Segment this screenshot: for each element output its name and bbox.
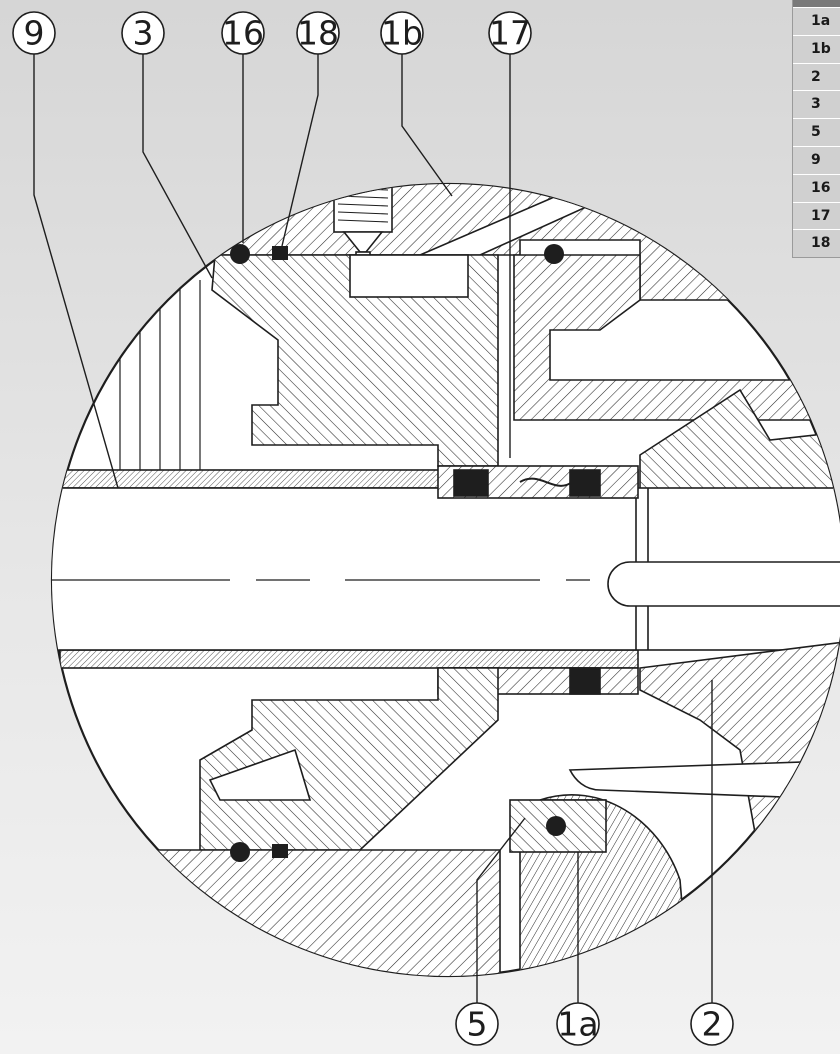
- svg-text:17: 17: [489, 14, 531, 53]
- callout-9: 9: [12, 11, 56, 55]
- leader-5: [476, 817, 526, 1006]
- svg-text:2: 2: [702, 1005, 723, 1044]
- callout-1b: 1b: [380, 11, 424, 55]
- seal-face-upper: [453, 469, 489, 497]
- square-ring-lower: [272, 844, 288, 858]
- leader-3: [142, 52, 213, 279]
- o-ring-lower-right: [546, 816, 566, 836]
- callout-5: 5: [455, 1002, 499, 1046]
- seal-face-upper-2: [569, 469, 601, 497]
- parts-row: 18: [793, 229, 840, 257]
- seal-face-lower-2: [569, 667, 601, 695]
- callouts: 9 3 16 18 1b 17 5 1a: [12, 11, 734, 1046]
- lower-lip: [208, 748, 312, 801]
- callout-1a: 1a: [556, 1002, 600, 1046]
- svg-text:1b: 1b: [381, 14, 423, 53]
- o-ring-upper-right: [544, 244, 564, 264]
- callout-3: 3: [121, 11, 165, 55]
- leader-1b: [401, 52, 453, 197]
- svg-text:16: 16: [222, 14, 264, 53]
- leader-lines: [33, 52, 713, 1006]
- leader-18: [281, 52, 319, 247]
- parts-row: 2: [793, 62, 840, 91]
- svg-text:9: 9: [24, 14, 45, 53]
- svg-text:3: 3: [133, 14, 154, 53]
- casing-bottom-left: [139, 849, 501, 976]
- leader-9: [33, 52, 119, 489]
- seal-housing: [211, 254, 499, 467]
- parts-table-header: [793, 0, 840, 7]
- seal-spring-upper: [519, 477, 573, 487]
- callout-17: 17: [488, 11, 532, 55]
- callout-16: 16: [221, 11, 265, 55]
- o-ring-lower-left: [230, 842, 250, 862]
- shaft-sleeve-lower: [59, 649, 639, 669]
- square-ring-upper: [272, 246, 288, 260]
- svg-text:5: 5: [467, 1005, 488, 1044]
- parts-row: 16: [793, 173, 840, 202]
- parts-row: 1b: [793, 34, 840, 63]
- svg-text:1a: 1a: [557, 1005, 598, 1044]
- parts-row: 9: [793, 145, 840, 174]
- parts-row: 17: [793, 201, 840, 230]
- seal-housing-lower: [199, 667, 499, 851]
- parts-row: 5: [793, 118, 840, 146]
- parts-row: 1a: [793, 7, 840, 35]
- parts-index-table: 1a 1b 2 3 5 9 16 17 18: [792, 0, 840, 259]
- callout-2: 2: [690, 1002, 734, 1046]
- parts-row: 3: [793, 90, 840, 118]
- casing-upper-right: [513, 254, 840, 421]
- shaft-slot: [607, 561, 840, 607]
- housing-cavity: [349, 254, 469, 298]
- o-ring-upper-left: [230, 244, 250, 264]
- callout-18: 18: [296, 11, 340, 55]
- svg-text:18: 18: [297, 14, 339, 53]
